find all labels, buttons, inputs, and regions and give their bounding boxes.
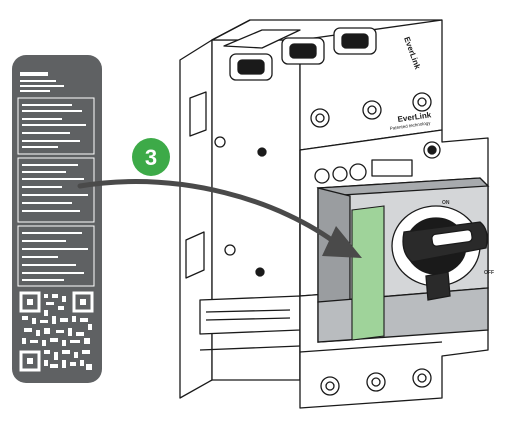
brand-subtitle: Patented technology (389, 120, 431, 131)
step-badge: 3 (132, 138, 170, 176)
handle-off-label: OFF (484, 270, 494, 276)
step-number: 3 (145, 145, 157, 170)
label-slot-highlight (351, 205, 385, 341)
top-screws (310, 92, 432, 128)
insert-label-arrow (77, 179, 362, 258)
label-section-text (22, 104, 88, 281)
handle-on-label: ON (442, 200, 450, 206)
bottom-screws (320, 368, 432, 396)
label-card (12, 55, 102, 383)
label-text-lines (20, 72, 64, 92)
qr-code (19, 291, 94, 372)
label-section-blocks (17, 97, 95, 287)
top-terminal-slots (223, 27, 377, 81)
front-indicators (314, 141, 441, 184)
rotary-handle[interactable] (391, 205, 488, 301)
